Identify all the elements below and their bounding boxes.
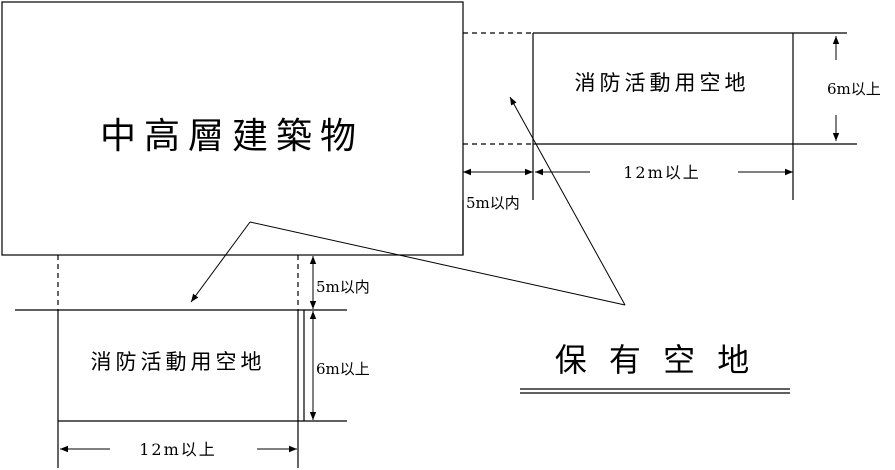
building-label: 中高層建築物 [100, 116, 364, 157]
building-outline [1, 1, 464, 256]
space-label: 消防活動用空地 [91, 350, 266, 374]
offset-label: 5m以内 [466, 194, 520, 212]
right-fire-space: 消防活動用空地 6m以上 5m以内 12m以上 [463, 32, 881, 212]
space-label: 消防活動用空地 [575, 71, 750, 95]
offset-label: 5m以内 [316, 278, 370, 296]
leader-line [249, 221, 626, 306]
depth-label: 6m以上 [827, 80, 881, 98]
leader-arrow-bottom [190, 221, 251, 303]
depth-label: 6m以上 [316, 360, 370, 378]
retained-space-label: 保 有 空 地 [555, 341, 756, 379]
leader-arrow-right [509, 96, 626, 306]
bottom-fire-space: 消防活動用空地 5m以内 6m以上 12m以上 [15, 255, 370, 468]
width-label: 12m以上 [139, 440, 217, 459]
leader-lines [190, 96, 626, 306]
width-label: 12m以上 [623, 163, 701, 182]
